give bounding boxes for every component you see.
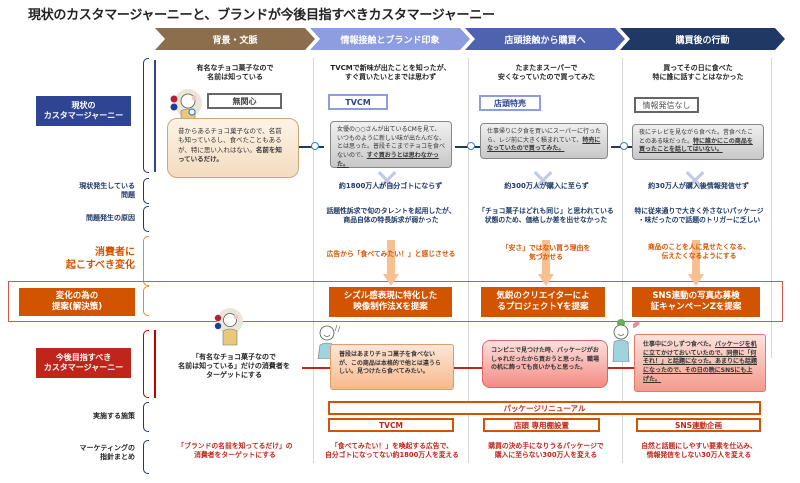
change-text: 広告から「食べてみたい！」と感じさせる [326, 250, 456, 258]
current-journey-label: 現状の カスタマージャーニー [36, 96, 131, 126]
speech-emphasis: すぐ買おうとは思わなかった。 [337, 152, 439, 168]
current-store-speech: 仕事帰りに夕食を買いにスーパーに行ったら、レジ前に大きく積まれていて、特売になっ… [480, 123, 608, 159]
stage-info-contact: 情報接触とブランド印象 [310, 28, 470, 50]
column-divider [622, 58, 623, 463]
summary-text: 購買の決め手になりうるパッケージで 購入に至らない300万人を変える [488, 442, 604, 460]
change-text: 商品のことを人に見せたくなる、 伝えたくなるようにする [648, 243, 750, 261]
bracket [143, 440, 149, 474]
measure-package-renewal: パッケージリニューアル [328, 401, 761, 415]
page-title: 現状のカスタマージャーニーと、ブランドが今後目指すべきカスタマージャーニー [28, 8, 495, 23]
column-divider [313, 58, 314, 463]
speech-emphasis: 特売になっていたので買ってみた。 [487, 136, 601, 153]
down-arrow-icon [538, 240, 554, 286]
proposal-box: シズル感表現に特化した 映像制作法Xを提案 [329, 287, 452, 317]
bracket [143, 58, 149, 173]
speech-emphasis: 名前を知っているだけ。 [178, 145, 282, 164]
summary-text: 「食べてみたい！」を喚起する広告で、 自分ゴトになってない約1800万人を変える [325, 442, 459, 460]
speech-text: 夜にテレビを見ながら食べた。昔食べたことのある味だった。 [639, 129, 754, 145]
channel-tag-store-sale: 店頭特売 [479, 95, 541, 111]
cause-text: 「チョコ菓子はどれも同じ」と思われている 状態のため、価格しか差を出せなかった [478, 207, 614, 225]
stage-after-purchase: 購買後の行動 [620, 28, 785, 50]
cross-icon: ✕ [373, 162, 401, 200]
down-arrow-icon [688, 240, 704, 286]
column-divider [468, 58, 469, 463]
speech-emphasis: 特に誰かにこの商品を買ったことを話してはいない。 [639, 137, 753, 154]
proposal-highlight-frame [8, 281, 783, 322]
channel-tag-tvcm: TVCM [328, 94, 388, 110]
row-label-measures: 実施する施策 [93, 412, 135, 420]
measure-sns-campaign: SNS連動企画 [636, 418, 761, 432]
measure-store-shelf: 店頭 専用棚設置 [483, 418, 600, 432]
current-background-speech: 昔からあるチョコ菓子なので、名前も知っているし、食べたこともあるが、特に思い入れ… [167, 118, 299, 178]
bracket [143, 286, 149, 316]
speech-text: 女優の○○さんが出ているCMを見て、いつものように新しい味が出たんだな、とは思っ… [337, 126, 446, 160]
speech-emphasis: パッケージを机に立てかけておいていたので、同僚に「何それ！」と話題になった。あま… [643, 341, 758, 383]
current-info-heading: TVCMで新味が出たことを知ったが、 すぐ買いたいとまでは思わず [330, 64, 451, 82]
proposal-label: 変化の為の 提案(解決策) [19, 288, 135, 316]
cause-text: 特に従来通りで大きく外さないパッケージ ・味だったので話題のトリガーに乏しい [634, 207, 764, 225]
connector-node [620, 142, 628, 150]
bracket [143, 206, 149, 232]
problem-text: 約30万人が購入後情報発信せず [648, 182, 749, 190]
consumer-avatar-icon [212, 307, 248, 347]
proposal-box: 気鋭のクリエイターによ るプロジェクトYを提案 [481, 287, 605, 317]
stage-store: 店頭接触から購買へ [465, 28, 625, 50]
connector-node [311, 142, 319, 150]
current-after-heading: 買ってその日に食べた 特に誰に話すことはなかった [652, 64, 744, 82]
cause-text: 話題性訴求で旬のタレントを起用したが、 商品自体の特長訴求が弱かった [326, 207, 456, 225]
measure-tvcm: TVCM [328, 418, 454, 432]
speech-text: 仕事中に少しずつ食べた。 [643, 341, 715, 348]
change-text: 「安さ」ではない買う理由を 気づかせる [501, 244, 591, 262]
excited-person-icon [607, 318, 643, 363]
row-label-summary: マーケティングの 指針まとめ [79, 444, 135, 461]
current-store-heading: たまたまスーパーで 安くなっていたので買ってみた [497, 64, 596, 82]
current-after-speech: 夜にテレビを見ながら食べた。昔食べたことのある味だった。特に誰かにこの商品を買っ… [632, 124, 764, 160]
row-label-cause: 問題発生の原因 [86, 214, 135, 222]
proposal-box: SNS連動の写真応募検 証キャンペーンZを提案 [632, 287, 760, 317]
problem-text: 約1800万人が自分ゴトにならず [338, 182, 443, 190]
stage-label: 店頭接触から購買へ [504, 35, 586, 46]
bracket [143, 178, 149, 204]
summary-text: 「ブランドの名前を知ってるだけ」の 消費者をターゲットにする [177, 442, 293, 460]
journey-connector [302, 367, 330, 369]
journey-connector [454, 367, 482, 369]
row-label-problem: 現状発生している 問題 [79, 182, 135, 199]
bracket [143, 236, 149, 286]
bracket [143, 402, 149, 432]
channel-tag-no-info: 情報発信なし [634, 97, 699, 113]
journey-connector [608, 367, 638, 369]
attitude-tag: 無関心 [207, 93, 282, 109]
down-arrow-icon [383, 240, 399, 286]
future-info-speech: 普段はあまりチョコ菓子を食べないが、この商品は本格的で他とは違うらしい。見つけた… [330, 344, 454, 390]
future-after-speech: 仕事中に少しずつ食べた。パッケージを机に立てかけておいていたので、同僚に「何それ… [634, 334, 766, 392]
current-info-speech: 女優の○○さんが出ているCMを見て、いつものように新しい味が出たんだな、とは思っ… [330, 121, 452, 168]
speech-text: 昔からあるチョコ菓子なので、名前も知っているし、食べたこともあるが、特に思い入れ… [178, 127, 282, 154]
stage-label: 背景・文脈 [212, 35, 258, 46]
stage-label: 購買後の行動 [675, 35, 730, 46]
future-background-text: 「有名なチョコ菓子なので 名前は知っている」だけの消費者を ターゲットにする [178, 353, 290, 380]
stage-label: 情報接触とブランド印象 [340, 35, 440, 46]
bracket-line [154, 60, 156, 172]
summary-text: 自然と話題にしやすい要素を仕込み、 情報発信をしない30万人を変える [641, 442, 757, 460]
cross-icon: ✕ [529, 162, 557, 200]
row-label-change: 消費者に 起こすべき変化 [65, 247, 135, 271]
bracket [143, 330, 149, 398]
column-divider [771, 58, 772, 358]
future-store-speech: コンビニで見つけた時、パッケージがおしゃれだったから買おうと思った。職場の机に飾… [482, 340, 608, 388]
stage-background: 背景・文脈 [155, 28, 315, 50]
bracket-line [154, 330, 156, 398]
problem-text: 約300万人が購入に至らず [504, 182, 589, 190]
speech-text: 仕事帰りに夕食を買いにスーパーに行ったら、レジ前に大きく積まれていて、 [487, 128, 601, 144]
connector-node [467, 142, 475, 150]
current-background-heading: 有名なチョコ菓子なので 名前は知っている [196, 64, 274, 82]
future-journey-label: 今後目指すべき カスタマージャーニー [36, 348, 131, 378]
cross-icon: ✕ [681, 162, 709, 200]
